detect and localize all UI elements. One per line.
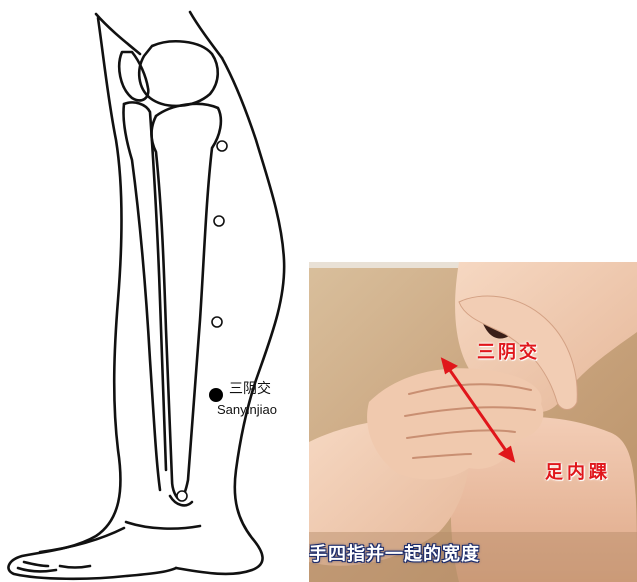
point-label-chinese: 三阴交 (229, 381, 271, 397)
photo-caption: 手四指并一起的宽度 (309, 540, 480, 566)
meridian-point-marker (214, 216, 224, 226)
meridian-point-marker (217, 141, 227, 151)
photo-label-sanyinjiao: 三阴交 (477, 338, 540, 364)
ankle-photo: 三阴交 足内踝 手四指并一起的宽度 (309, 262, 637, 582)
ankle-photo-illustration (309, 262, 637, 582)
sanyinjiao-point-marker (209, 388, 223, 402)
point-label-english: Sanyinjiao (217, 402, 277, 417)
photo-label-inner-ankle: 足内踝 (545, 458, 611, 484)
meridian-point-marker (212, 317, 222, 327)
meridian-point-marker (177, 491, 187, 501)
